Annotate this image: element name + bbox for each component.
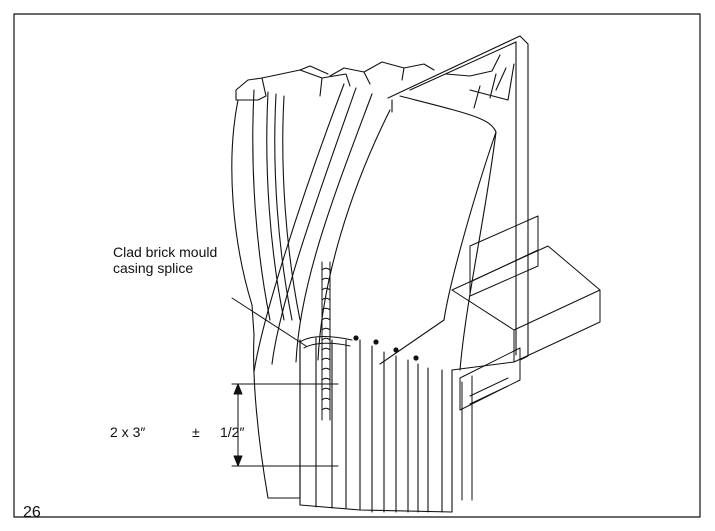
casing-arch-face <box>253 83 497 373</box>
figure-number: 26 <box>23 504 41 521</box>
splice-bead <box>299 261 353 421</box>
left-arched-casing <box>231 61 435 499</box>
callout-line-1: Clad brick mould <box>113 244 218 260</box>
vertical-mullion-profiles <box>299 337 453 513</box>
window-sash-outline <box>387 35 529 361</box>
dimension-lines <box>231 383 339 467</box>
fastener-dots <box>353 335 419 361</box>
tolerance-sign: ± <box>192 424 200 440</box>
callout-line-2: casing splice <box>113 260 194 276</box>
border-frame <box>13 13 701 518</box>
right-block <box>451 215 601 501</box>
callout-label: Clad brick mould casing splice <box>113 244 217 276</box>
tolerance-value: 1/2″ <box>220 424 245 440</box>
dimension-value: 2 x 3″ <box>110 424 146 440</box>
callout-leader <box>231 297 307 347</box>
